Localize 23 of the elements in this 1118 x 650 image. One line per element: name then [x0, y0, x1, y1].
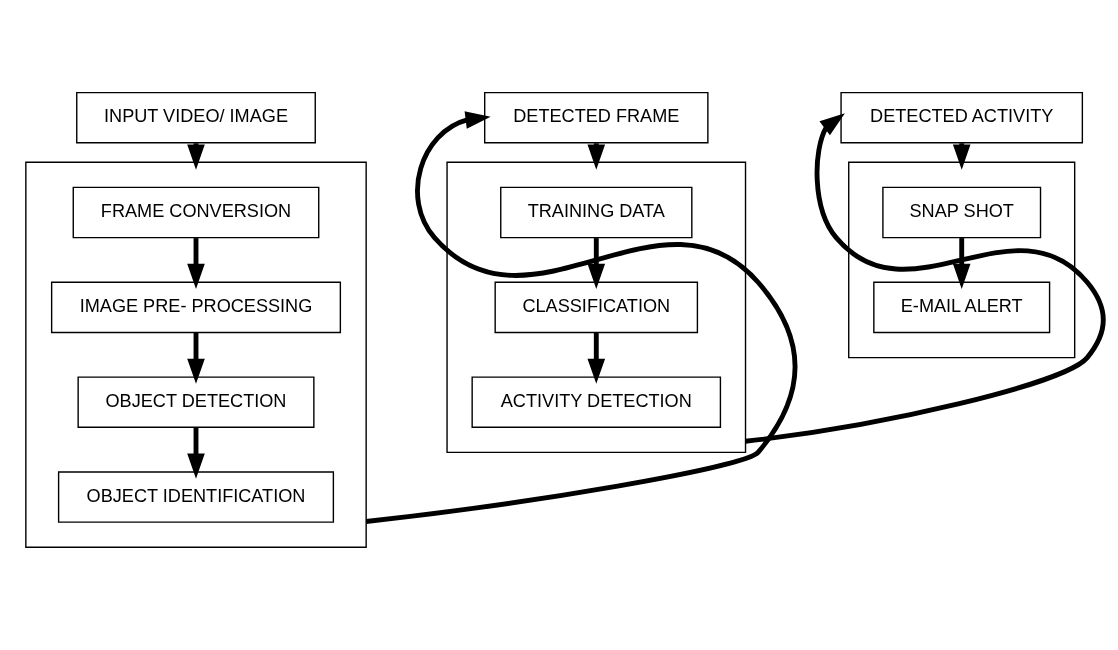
node-box: TRAINING DATA [500, 186, 693, 238]
arrow [745, 112, 1106, 444]
arrow [187, 427, 205, 479]
node-box: OBJECT DETECTION [77, 375, 315, 428]
node-box: SNAP SHOT [882, 186, 1042, 238]
node-box: OBJECT IDENTIFICATION [57, 470, 335, 523]
arrow [952, 237, 971, 289]
node-box: ACTIVITY DETECTION [471, 375, 722, 428]
cluster [25, 161, 367, 548]
arrow [187, 237, 205, 289]
node-box: E-MAIL ALERT [873, 281, 1051, 333]
arrow [365, 110, 798, 524]
node-box: CLASSIFICATION [494, 281, 699, 333]
arrow [587, 332, 606, 384]
node-box: IMAGE PRE- PROCESSING [50, 281, 342, 333]
cluster [848, 161, 1076, 358]
cluster [446, 161, 747, 453]
node-box: INPUT VIDEO/ IMAGE [76, 91, 316, 143]
node-box: DETECTED ACTIVITY [840, 91, 1084, 143]
arrow [587, 237, 606, 289]
node-box: FRAME CONVERSION [72, 186, 320, 238]
node-box: DETECTED FRAME [484, 91, 709, 143]
arrow [187, 332, 205, 384]
